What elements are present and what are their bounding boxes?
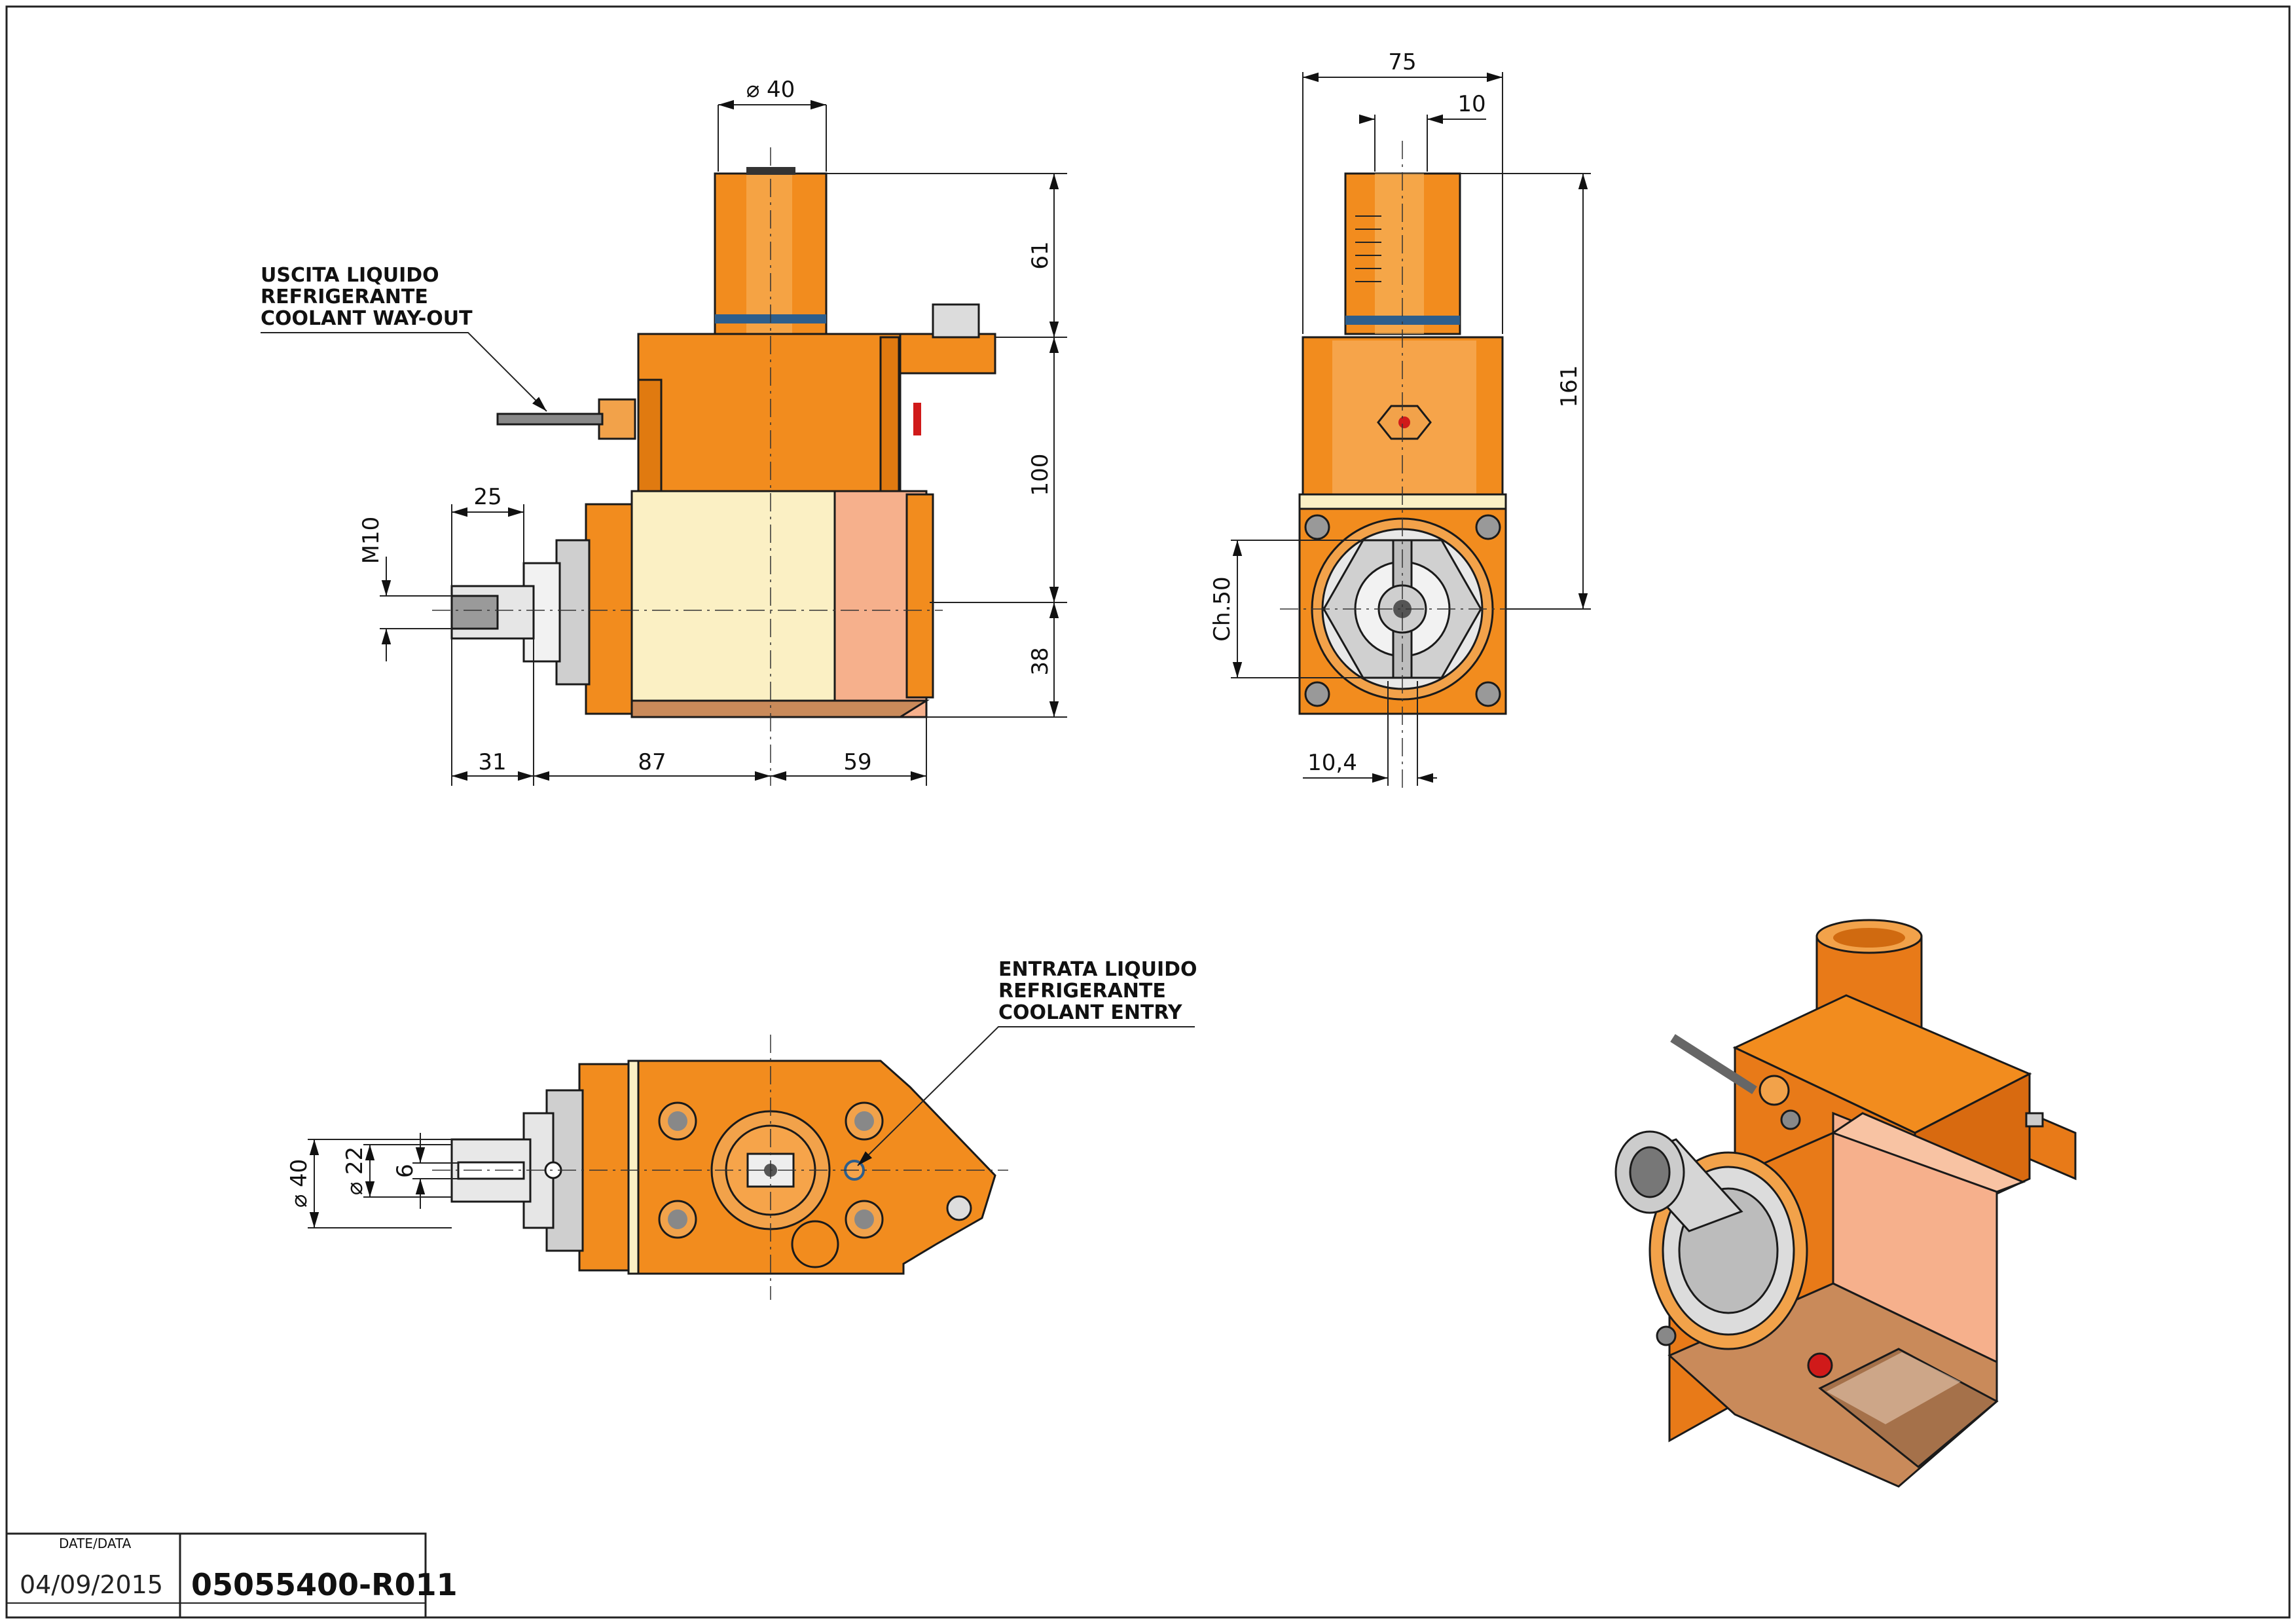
dim-top-d-inner: ⌀ 22: [342, 1147, 368, 1196]
front-upper-block: [637, 333, 902, 492]
dim-side-ch: Ch.50: [1209, 576, 1235, 641]
title-date-label: DATE/DATA: [59, 1536, 132, 1551]
top-dimensions: ⌀ 40 ⌀ 22 6: [286, 1133, 458, 1228]
front-view: [432, 147, 996, 786]
svg-text:COOLANT WAY-OUT: COOLANT WAY-OUT: [261, 307, 473, 330]
dim-side-w-key: 10: [1457, 91, 1485, 117]
side-dimensions: 75 10 161 Ch.50 10,4: [1209, 49, 1591, 786]
front-coolant-rod: [496, 413, 604, 426]
svg-text:REFRIGERANTE: REFRIGERANTE: [998, 980, 1166, 1003]
note-coolant-entry: ENTRATA LIQUIDO REFRIGERANTE COOLANT ENT…: [857, 958, 1197, 1166]
svg-text:REFRIGERANTE: REFRIGERANTE: [261, 286, 428, 308]
dim-front-l-shaft: 25: [473, 484, 501, 510]
title-drawing-code: 05055400-R011: [191, 1567, 458, 1602]
iso-coolant-rod: [1670, 1034, 1757, 1094]
dim-front-w-left: 31: [478, 749, 506, 775]
svg-text:ENTRATA LIQUIDO: ENTRATA LIQUIDO: [998, 958, 1197, 981]
top-left-flange: [578, 1063, 633, 1272]
dim-side-w-total: 75: [1388, 49, 1416, 75]
dim-front-thread: M10: [358, 517, 384, 564]
note-coolant-way-out: USCITA LIQUIDO REFRIGERANTE COOLANT WAY-…: [261, 264, 547, 412]
svg-text:COOLANT ENTRY: COOLANT ENTRY: [998, 1001, 1183, 1024]
dim-front-h-top: 61: [1027, 241, 1053, 269]
dim-front-h-mid: 100: [1027, 454, 1053, 496]
front-mount-lug: [899, 333, 996, 375]
dim-side-h-total: 161: [1556, 365, 1582, 408]
top-view: [432, 1035, 1008, 1300]
dim-top-d-outer: ⌀ 40: [286, 1159, 312, 1208]
svg-text:USCITA LIQUIDO: USCITA LIQUIDO: [261, 264, 439, 287]
title-date-value: 04/09/2015: [20, 1570, 163, 1599]
front-lower-flange: [585, 503, 633, 715]
dim-front-d-top: ⌀ 40: [746, 77, 795, 103]
front-lower-cream: [630, 490, 836, 718]
title-block: DATE/DATA 04/09/2015 05055400-R011: [5, 1532, 458, 1619]
front-dimensions: ⌀ 40 61 100 38 M10 25 31 87 59: [358, 77, 1067, 786]
dim-front-w-right: 59: [843, 749, 871, 775]
sheet-border: [5, 5, 2291, 1619]
dim-front-h-low: 38: [1027, 647, 1053, 675]
dim-front-w-mid: 87: [638, 749, 666, 775]
dim-top-key: 6: [392, 1164, 418, 1178]
side-view: [1280, 141, 1525, 792]
isometric-view: [1614, 919, 2077, 1488]
dim-side-offset: 10,4: [1307, 750, 1357, 776]
